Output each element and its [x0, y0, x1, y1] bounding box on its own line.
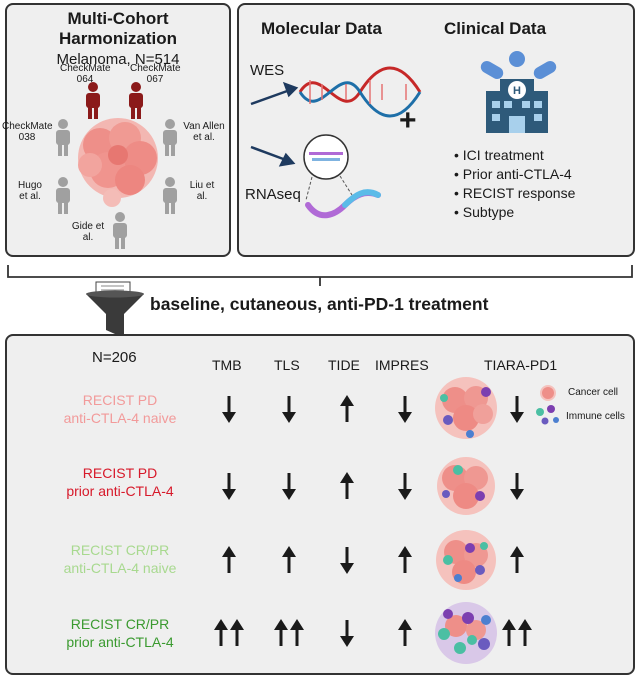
clinical-items-list: • ICI treatment • Prior anti-CTLA-4 • RE… — [454, 146, 575, 222]
filter-label: baseline, cutaneous, anti-PD-1 treatment — [150, 294, 489, 314]
column-header-impres: IMPRES — [375, 357, 429, 373]
row-label: RECIST PD anti-CTLA-4 naive — [35, 391, 205, 427]
arrow-up-icon — [502, 619, 516, 646]
funnel-icon — [86, 281, 144, 338]
tumor-crpr-naive-icon — [436, 530, 496, 590]
tumor-pd-naive-icon — [435, 377, 497, 439]
arrow-down-icon — [222, 473, 236, 500]
person-liu-icon — [163, 177, 177, 214]
row-label-line2: prior anti-CTLA-4 — [66, 634, 174, 650]
row-label-line1: RECIST CR/PR — [70, 542, 170, 558]
dna-helix-icon — [298, 66, 422, 118]
row-label-line2: anti-CTLA-4 naive — [63, 410, 177, 426]
arrow-up-icon — [398, 546, 412, 573]
person-checkmate-064-icon — [86, 82, 100, 119]
harmonization-title-line1: Multi-Cohort — [67, 9, 169, 28]
row-label-line1: RECIST CR/PR — [70, 616, 170, 632]
column-header-tide: TIDE — [328, 357, 360, 373]
column-header-tiara-pd1: TIARA-PD1 — [484, 357, 558, 373]
column-header-tls: TLS — [274, 357, 300, 373]
arrow-up-icon — [214, 619, 228, 646]
arrow-down-icon — [510, 473, 524, 500]
row-label: RECIST CR/PR prior anti-CTLA-4 — [35, 615, 205, 651]
cohort-label-checkmate-067: CheckMate 067 — [130, 63, 181, 85]
pills-icon — [480, 51, 557, 80]
hospital-icon: H — [486, 79, 548, 133]
wes-arrow-icon — [250, 81, 299, 106]
clinical-item: • Subtype — [454, 204, 515, 220]
wes-label: WES — [250, 62, 285, 79]
svg-text:H: H — [513, 85, 521, 97]
arrow-up-icon — [518, 619, 532, 646]
cohort-label-gide: Gide et al. — [71, 221, 105, 243]
arrow-down-icon — [398, 473, 412, 500]
arrow-down-icon — [340, 547, 354, 574]
tumor-cluster-icon — [78, 118, 158, 207]
arrow-up-icon — [398, 619, 412, 646]
arrow-down-icon — [510, 396, 524, 423]
data-panel — [237, 3, 635, 257]
person-checkmate-038-icon — [56, 119, 70, 156]
row-label-line1: RECIST PD — [82, 392, 158, 408]
n-label: N=206 — [92, 349, 137, 366]
row-label-line1: RECIST PD — [82, 465, 158, 481]
harmonization-subtitle: Melanoma, N=514 — [56, 51, 180, 68]
results-panel — [5, 334, 635, 675]
row-label: RECIST PD prior anti-CTLA-4 — [35, 464, 205, 500]
column-header-tmb: TMB — [212, 357, 242, 373]
arrow-down-icon — [398, 396, 412, 423]
tumor-crpr-prior-icon — [435, 602, 497, 664]
clinical-item: • ICI treatment — [454, 147, 544, 163]
person-hugo-icon — [56, 177, 70, 214]
cohort-label-hugo: Hugo et al. — [18, 180, 42, 202]
cohort-label-van-allen: Van Allen et al. — [183, 121, 225, 143]
arrow-up-icon — [274, 619, 288, 646]
rnaseq-arrow-icon — [250, 145, 296, 167]
rnaseq-magnifier-icon — [303, 134, 381, 219]
rnaseq-label: RNAseq — [245, 186, 301, 203]
row-label: RECIST CR/PR anti-CTLA-4 naive — [35, 541, 205, 577]
arrow-down-icon — [282, 473, 296, 500]
bracket-line — [7, 265, 633, 286]
harmonization-title: Multi-Cohort Harmonization — [5, 9, 231, 49]
legend-cancer-cell-icon — [540, 385, 556, 401]
legend-immune-cells-icon — [536, 405, 559, 425]
clinical-data-title: Clinical Data — [444, 19, 547, 38]
arrow-up-icon — [340, 472, 354, 499]
cohort-label-liu: Liu et al. — [189, 180, 215, 202]
tumor-pd-prior-icon — [437, 457, 495, 515]
person-van-allen-icon — [163, 119, 177, 156]
arrow-up-icon — [282, 546, 296, 573]
arrow-down-icon — [282, 396, 296, 423]
arrow-up-icon — [230, 619, 244, 646]
arrow-up-icon — [290, 619, 304, 646]
harmonization-title-line2: Harmonization — [58, 29, 178, 48]
cohort-label-checkmate-038: CheckMate 038 — [2, 121, 53, 143]
arrow-up-icon — [510, 546, 524, 573]
row-label-line2: prior anti-CTLA-4 — [66, 483, 174, 499]
arrow-up-icon — [340, 395, 354, 422]
arrow-up-icon — [222, 546, 236, 573]
row-label-line2: anti-CTLA-4 naive — [63, 560, 177, 576]
legend-immune-cells-label: Immune cells — [566, 411, 625, 422]
molecular-data-title: Molecular Data — [261, 19, 382, 38]
person-gide-icon — [113, 212, 127, 249]
legend-cancer-cell-label: Cancer cell — [568, 387, 619, 398]
clinical-item: • RECIST response — [454, 185, 576, 201]
cohort-label-checkmate-064: CheckMate 064 — [60, 63, 111, 85]
arrow-down-icon — [222, 396, 236, 423]
person-checkmate-067-icon — [129, 82, 143, 119]
arrow-down-icon — [340, 620, 354, 647]
clinical-item: • Prior anti-CTLA-4 — [454, 166, 572, 182]
